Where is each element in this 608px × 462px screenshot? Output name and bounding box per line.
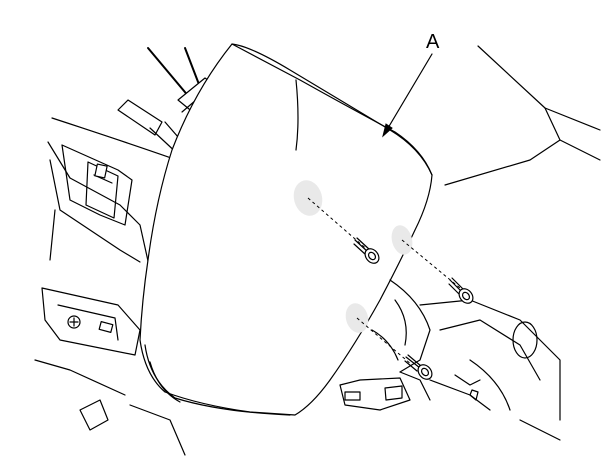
screw-lower xyxy=(404,354,433,380)
switch-button-icon xyxy=(94,163,108,179)
screw-right xyxy=(448,277,474,304)
dashboard-top-edge xyxy=(444,45,601,186)
steering-column-mechanism xyxy=(339,279,561,441)
stalk-knob xyxy=(117,99,163,136)
screw-head-icon xyxy=(67,315,81,329)
callout-leader-a xyxy=(382,53,433,138)
screw-upper xyxy=(353,237,380,264)
callout-label-a: A xyxy=(426,31,440,53)
lower-left-panel xyxy=(34,287,186,456)
